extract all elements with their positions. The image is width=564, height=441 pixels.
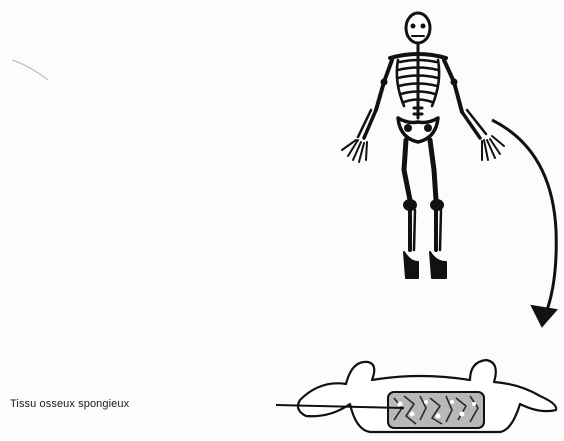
left-arm xyxy=(342,60,392,162)
spine xyxy=(414,54,422,118)
scan-mark xyxy=(12,60,48,80)
left-leg xyxy=(403,140,418,278)
pelvis xyxy=(398,118,438,142)
right-arm xyxy=(444,60,504,160)
vertebra xyxy=(298,360,556,432)
skull xyxy=(406,13,430,43)
spongy-bone-region xyxy=(388,392,484,428)
spongy-bone-label: Tissu osseux spongieux xyxy=(10,398,129,410)
right-leg xyxy=(430,140,446,278)
arrow xyxy=(492,120,556,326)
skeleton-figure xyxy=(342,13,504,278)
